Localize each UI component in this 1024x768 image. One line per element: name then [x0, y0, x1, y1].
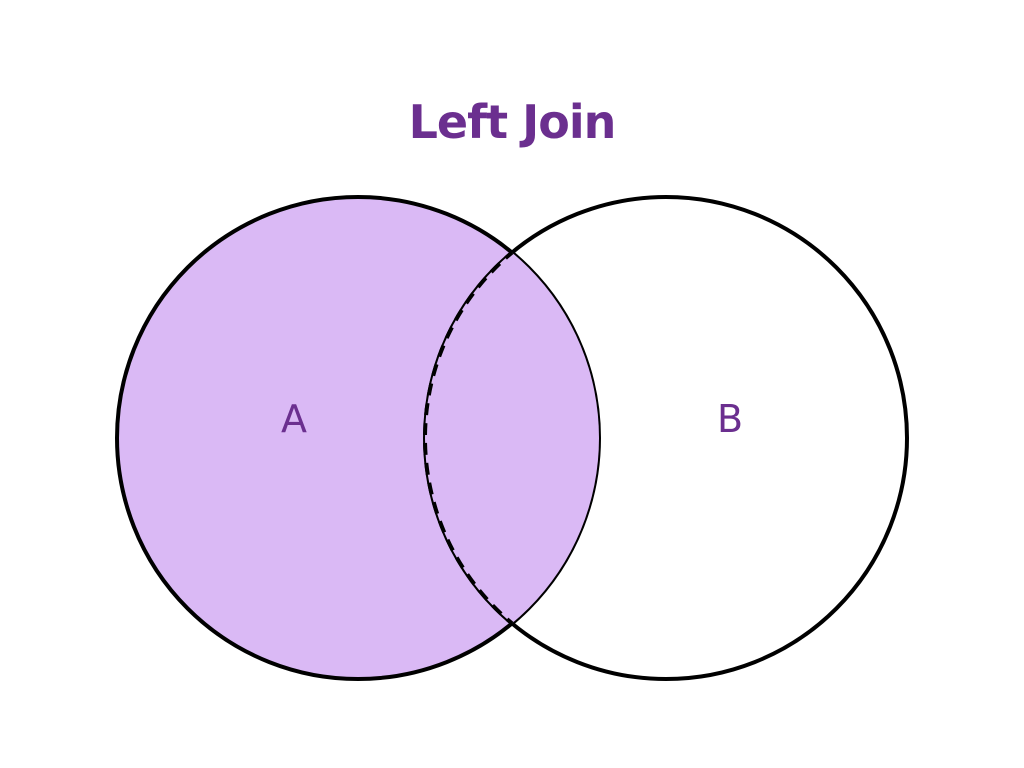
set-a-label: A — [281, 397, 307, 441]
intersection-fill — [425, 197, 599, 679]
set-b-label: B — [717, 397, 743, 441]
diagram-title: Left Join — [408, 95, 617, 149]
